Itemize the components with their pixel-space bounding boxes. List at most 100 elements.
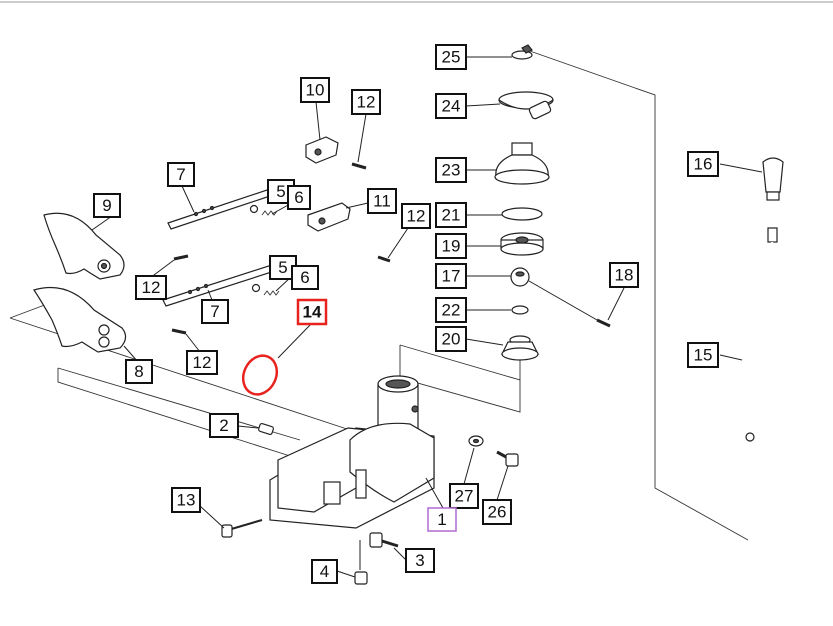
callout-labels: 25 24 23 21 19 17 22 20 18 16 15 10 12 7… <box>93 44 719 584</box>
callout-14[interactable]: 14 <box>296 298 328 326</box>
callout-1[interactable]: 1 <box>427 507 457 532</box>
part-17-ball <box>510 267 530 287</box>
callout-15[interactable]: 15 <box>687 342 719 368</box>
callout-4[interactable]: 4 <box>311 559 338 584</box>
svg-text:9: 9 <box>102 196 111 215</box>
part-24-band <box>498 91 554 120</box>
part-9-fork <box>43 212 125 280</box>
svg-text:19: 19 <box>442 237 461 256</box>
svg-text:8: 8 <box>134 362 143 381</box>
callout-9[interactable]: 9 <box>93 193 121 218</box>
svg-text:6: 6 <box>294 188 303 207</box>
callout-8[interactable]: 8 <box>125 359 153 384</box>
svg-text:3: 3 <box>415 551 424 570</box>
svg-text:27: 27 <box>455 487 474 506</box>
part-2-pin <box>258 422 274 436</box>
callout-24[interactable]: 24 <box>435 93 467 119</box>
part-5-ball-lower <box>251 283 261 293</box>
part-6-spring-lower <box>263 290 280 296</box>
callout-12-left[interactable]: 12 <box>135 275 167 300</box>
callout-7-upper[interactable]: 7 <box>167 162 195 187</box>
part-15-lever <box>745 227 804 442</box>
part-4-plug <box>354 571 368 585</box>
part-22-washer <box>511 305 529 315</box>
svg-text:1: 1 <box>437 510 446 529</box>
part-13-bolt <box>221 519 263 538</box>
frame-line-right <box>526 49 749 541</box>
callout-7-lower[interactable]: 7 <box>201 299 229 324</box>
svg-text:15: 15 <box>694 346 713 365</box>
part-20-bellows <box>501 335 539 380</box>
part-8-fork <box>33 286 127 353</box>
part-6-spring-upper <box>261 210 278 216</box>
parts-drawing <box>9 44 804 585</box>
svg-text:13: 13 <box>177 491 196 510</box>
callout-3[interactable]: 3 <box>405 548 435 573</box>
callout-25[interactable]: 25 <box>435 44 467 70</box>
callout-20[interactable]: 20 <box>435 326 467 352</box>
svg-text:5: 5 <box>276 182 285 201</box>
svg-text:5: 5 <box>278 258 287 277</box>
frame-line-left-lower <box>57 368 291 457</box>
callout-6-upper[interactable]: 6 <box>287 185 311 210</box>
callout-13[interactable]: 13 <box>171 487 201 513</box>
svg-text:24: 24 <box>442 97 461 116</box>
callout-23[interactable]: 23 <box>435 157 467 183</box>
callout-12-top[interactable]: 12 <box>351 89 381 115</box>
svg-text:12: 12 <box>407 207 426 226</box>
part-25-clamp <box>511 44 533 60</box>
part-10-block <box>305 136 339 164</box>
callout-12-bottom[interactable]: 12 <box>186 350 218 375</box>
callout-11[interactable]: 11 <box>367 188 397 214</box>
callout-6-lower[interactable]: 6 <box>291 265 319 290</box>
callout-12-right[interactable]: 12 <box>401 203 431 229</box>
frame-line-top-housing <box>399 344 521 413</box>
part-1-housing <box>269 375 435 529</box>
part-23-boot <box>494 142 550 185</box>
svg-text:7: 7 <box>176 165 185 184</box>
part-12-pin-a <box>351 162 367 170</box>
svg-text:20: 20 <box>442 330 461 349</box>
svg-text:6: 6 <box>300 268 309 287</box>
svg-text:18: 18 <box>615 266 634 285</box>
part-12-pin-b <box>377 255 391 263</box>
callout-26[interactable]: 26 <box>482 499 512 525</box>
svg-text:10: 10 <box>306 81 325 100</box>
part-18-pin <box>596 318 611 328</box>
part-11-block <box>307 202 351 232</box>
callout-22[interactable]: 22 <box>435 297 467 323</box>
callout-21[interactable]: 21 <box>435 202 467 228</box>
svg-text:26: 26 <box>488 503 507 522</box>
part-19-collar <box>500 232 544 256</box>
svg-text:11: 11 <box>373 192 391 211</box>
part-14-ring <box>241 354 279 396</box>
svg-text:12: 12 <box>193 353 212 372</box>
callout-10[interactable]: 10 <box>300 77 330 103</box>
part-12-pin-c <box>173 254 189 261</box>
part-27-washer <box>468 435 484 447</box>
svg-text:25: 25 <box>442 48 461 67</box>
svg-text:14: 14 <box>303 303 322 322</box>
svg-text:2: 2 <box>219 416 228 435</box>
part-21-ring <box>501 207 543 221</box>
callout-2[interactable]: 2 <box>209 413 239 438</box>
svg-text:12: 12 <box>142 278 161 297</box>
part-5-ball-upper <box>249 204 259 214</box>
svg-text:16: 16 <box>694 155 713 174</box>
part-26-bolt <box>496 450 519 467</box>
svg-text:12: 12 <box>357 93 376 112</box>
svg-text:23: 23 <box>442 161 461 180</box>
svg-text:17: 17 <box>442 267 461 286</box>
part-3-bolt <box>369 532 399 548</box>
svg-text:7: 7 <box>210 302 219 321</box>
svg-text:22: 22 <box>442 301 461 320</box>
part-16-knob <box>762 157 784 201</box>
callout-16[interactable]: 16 <box>687 151 719 177</box>
svg-text:4: 4 <box>320 562 329 581</box>
callout-18[interactable]: 18 <box>609 262 639 288</box>
callout-17[interactable]: 17 <box>435 263 467 289</box>
svg-text:21: 21 <box>442 206 461 225</box>
callout-27[interactable]: 27 <box>449 483 479 509</box>
callout-19[interactable]: 19 <box>435 233 467 259</box>
